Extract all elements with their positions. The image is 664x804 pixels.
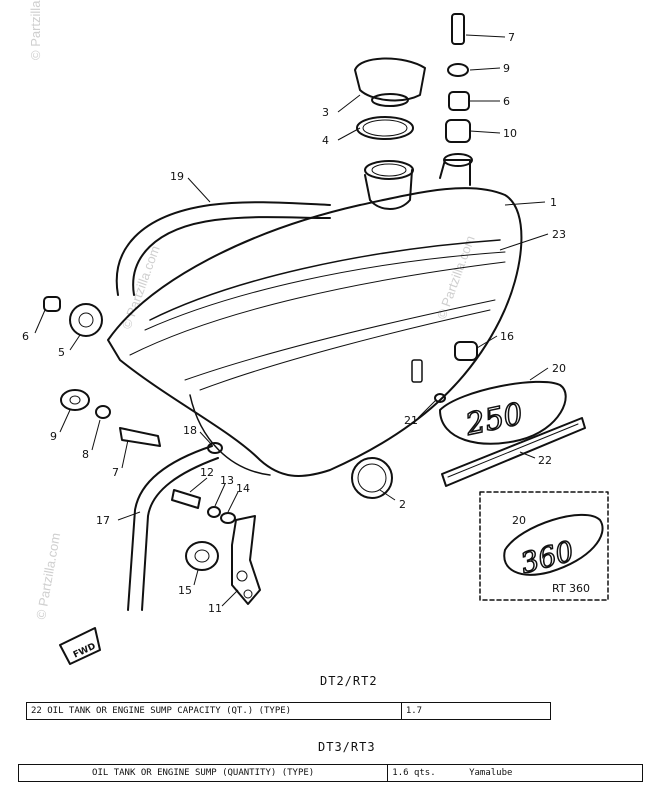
callout-7: 7 <box>112 466 119 479</box>
washer <box>447 63 469 77</box>
callout-22: 22 <box>538 454 552 467</box>
bracket-grommet <box>185 541 219 571</box>
callout-16: 16 <box>500 330 514 343</box>
emblem-250 <box>439 380 567 445</box>
flat-washer <box>60 389 90 411</box>
callout-3: 3 <box>322 106 329 119</box>
callout-9-right: 9 <box>503 62 510 75</box>
damper <box>454 341 478 361</box>
model-label-dt3-rt3: DT3/RT3 <box>318 740 376 754</box>
stripe-decal <box>441 417 586 487</box>
drain-hose <box>127 445 213 611</box>
emblem-250-text: 250 <box>462 397 526 443</box>
rt360-variant-box <box>479 491 609 601</box>
front-arrow <box>59 627 101 665</box>
callout-19: 19 <box>170 170 184 183</box>
model-label-dt2-rt2: DT2/RT2 <box>320 674 378 688</box>
callout-6-right: 6 <box>503 95 510 108</box>
callout-2: 2 <box>399 498 406 511</box>
callout-5: 5 <box>58 346 65 359</box>
spec-value: 1.7 <box>400 702 552 720</box>
mounting-bracket <box>231 515 261 605</box>
hose-clamp <box>207 442 223 454</box>
callout-20-box: 20 <box>512 514 526 527</box>
callout-14: 14 <box>236 482 250 495</box>
spec-table-dt2-rt2: 22 OIL TANK OR ENGINE SUMP CAPACITY (QT.… <box>26 702 552 720</box>
callout-13: 13 <box>220 474 234 487</box>
callout-4: 4 <box>322 134 329 147</box>
spec-value-quantity: 1.6 qts. <box>392 768 436 778</box>
callout-6: 6 <box>22 330 29 343</box>
callout-9: 9 <box>50 430 57 443</box>
drain-cap <box>351 457 393 499</box>
lock-washer <box>95 405 111 419</box>
emblem-360-text: 360 <box>517 534 577 580</box>
spec-value: 1.6 qts. Yamalube <box>387 764 643 782</box>
breather-hose <box>115 201 331 296</box>
callout-12: 12 <box>200 466 214 479</box>
spec-value-type: Yamalube <box>469 768 513 778</box>
banjo-bolt <box>451 13 465 45</box>
rt360-box-label: RT 360 <box>552 582 590 595</box>
grommet <box>445 119 471 143</box>
callout-7-right: 7 <box>508 31 515 44</box>
spec-table-dt3-rt3: OIL TANK OR ENGINE SUMP (QUANTITY) (TYPE… <box>17 764 643 782</box>
callout-18: 18 <box>183 424 197 437</box>
filler-cap <box>354 57 426 102</box>
callout-20: 20 <box>552 362 566 375</box>
o-ring <box>356 116 414 140</box>
mount-bolt <box>119 427 161 447</box>
watermark: © Partzilla.com <box>28 0 43 60</box>
watermark: © Partzilla.com <box>33 532 63 621</box>
callout-15: 15 <box>178 584 192 597</box>
callout-8: 8 <box>82 448 89 461</box>
spec-description: 22 OIL TANK OR ENGINE SUMP CAPACITY (QT.… <box>26 702 402 720</box>
table-row: 22 OIL TANK OR ENGINE SUMP CAPACITY (QT.… <box>26 702 552 720</box>
callout-17: 17 <box>96 514 110 527</box>
filler-neck <box>364 169 413 210</box>
collar-left <box>43 296 61 312</box>
clip <box>434 393 446 403</box>
spec-description: OIL TANK OR ENGINE SUMP (QUANTITY) (TYPE… <box>17 764 389 782</box>
oil-tank-body <box>107 187 523 477</box>
callout-23: 23 <box>552 228 566 241</box>
callout-10: 10 <box>503 127 517 140</box>
callout-11: 11 <box>208 602 222 615</box>
callout-21: 21 <box>404 414 418 427</box>
collar <box>448 91 470 111</box>
callout-1: 1 <box>550 196 557 209</box>
mount-grommet <box>69 303 103 337</box>
emblem-360 <box>503 513 604 576</box>
bracket-bolt <box>171 489 201 509</box>
table-row: OIL TANK OR ENGINE SUMP (QUANTITY) (TYPE… <box>17 764 643 782</box>
